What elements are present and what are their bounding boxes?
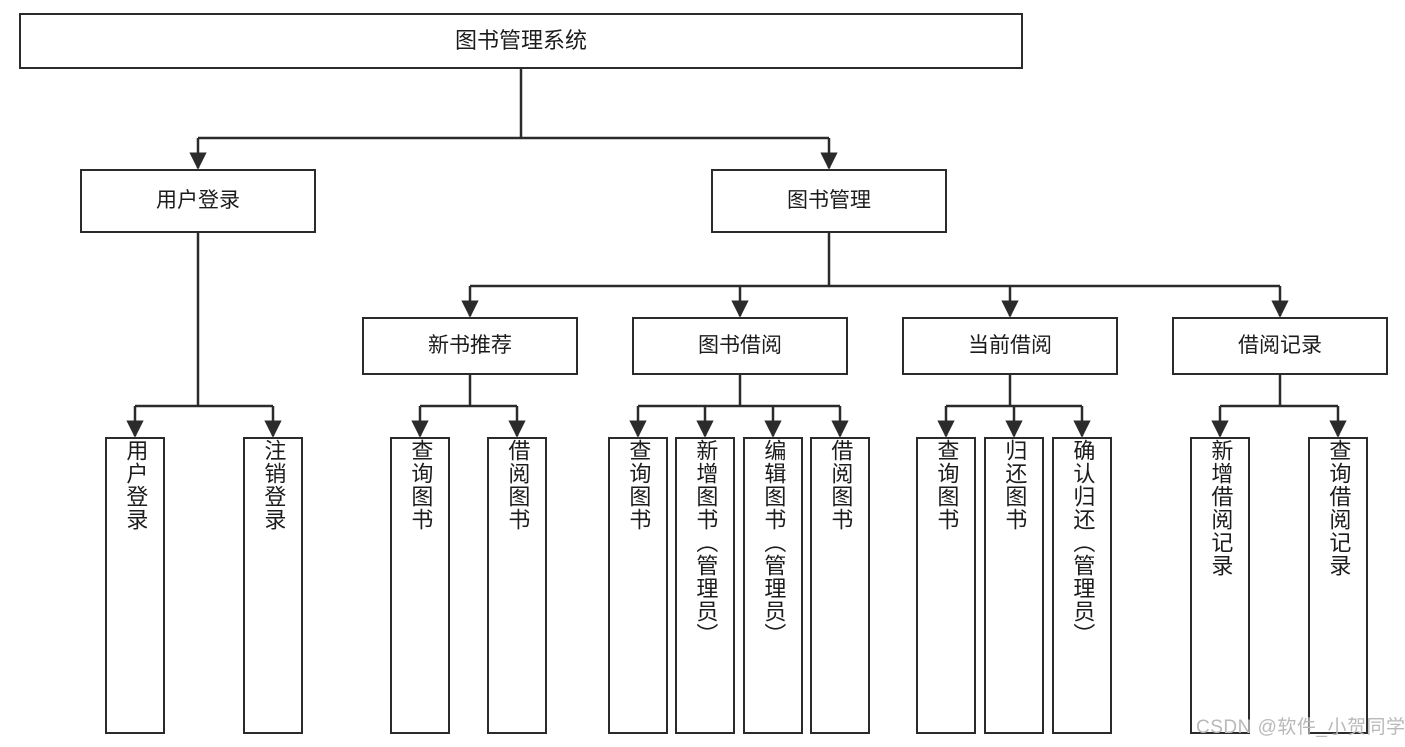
- node-leaf-borrow-book-2[interactable]: 借阅图书: [810, 437, 870, 734]
- node-label: 新增图书（管理员）: [693, 439, 719, 646]
- node-label: 注销登录: [261, 439, 287, 531]
- node-label: 图书借阅: [698, 333, 782, 357]
- node-leaf-confirm-return[interactable]: 确认归还（管理员）: [1052, 437, 1112, 734]
- node-label: 编辑图书（管理员）: [761, 439, 787, 646]
- node-new-book-rec[interactable]: 新书推荐: [362, 317, 578, 375]
- node-book-borrow[interactable]: 图书借阅: [632, 317, 848, 375]
- node-user-login[interactable]: 用户登录: [80, 169, 316, 233]
- node-label: 图书管理: [787, 188, 871, 212]
- node-label: 查询借阅记录: [1326, 439, 1352, 577]
- node-label: 借阅记录: [1238, 333, 1322, 357]
- node-root[interactable]: 图书管理系统: [19, 13, 1023, 69]
- node-label: 查询图书: [626, 439, 652, 531]
- node-label: 归还图书: [1002, 439, 1028, 531]
- node-label: 借阅图书: [828, 439, 854, 531]
- node-leaf-user-login[interactable]: 用户登录: [105, 437, 165, 734]
- node-leaf-logout[interactable]: 注销登录: [243, 437, 303, 734]
- node-label: 确认归还（管理员）: [1070, 439, 1096, 646]
- node-leaf-return-book[interactable]: 归还图书: [984, 437, 1044, 734]
- node-label: 用户登录: [156, 188, 240, 212]
- node-leaf-query-record[interactable]: 查询借阅记录: [1308, 437, 1368, 734]
- node-label: 新增借阅记录: [1208, 439, 1234, 577]
- node-leaf-borrow-book-1[interactable]: 借阅图书: [487, 437, 547, 734]
- node-borrow-record[interactable]: 借阅记录: [1172, 317, 1388, 375]
- node-label: 用户登录: [123, 439, 149, 531]
- node-label: 查询图书: [934, 439, 960, 531]
- node-leaf-query-book-1[interactable]: 查询图书: [390, 437, 450, 734]
- node-label: 新书推荐: [428, 333, 512, 357]
- node-leaf-edit-book[interactable]: 编辑图书（管理员）: [743, 437, 803, 734]
- node-leaf-query-book-2[interactable]: 查询图书: [608, 437, 668, 734]
- node-leaf-add-book[interactable]: 新增图书（管理员）: [675, 437, 735, 734]
- node-leaf-add-record[interactable]: 新增借阅记录: [1190, 437, 1250, 734]
- node-leaf-query-book-3[interactable]: 查询图书: [916, 437, 976, 734]
- node-label: 图书管理系统: [454, 28, 587, 54]
- node-current-borrow[interactable]: 当前借阅: [902, 317, 1118, 375]
- node-book-manage[interactable]: 图书管理: [711, 169, 947, 233]
- node-label: 查询图书: [408, 439, 434, 531]
- watermark-text: CSDN @软件_小贺同学: [1196, 717, 1405, 738]
- node-label: 借阅图书: [505, 439, 531, 531]
- node-label: 当前借阅: [968, 333, 1052, 357]
